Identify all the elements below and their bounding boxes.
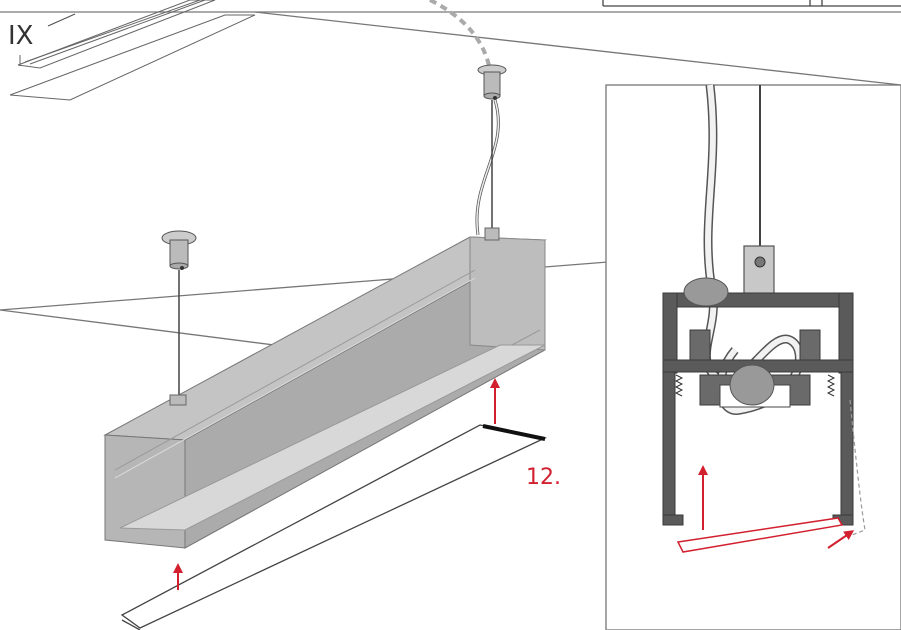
ceiling-fixture <box>9 0 256 101</box>
diffuser-end-cap <box>482 424 546 441</box>
panel-label: IX <box>8 21 33 51</box>
dashed-cable <box>429 0 492 71</box>
detail-arrow-diagonal <box>827 530 855 549</box>
detail-wire-clamp <box>743 245 775 295</box>
detail-grommet-top <box>683 277 729 307</box>
detail-grommet-center <box>729 364 775 406</box>
detail-diffuser <box>676 517 844 553</box>
detail-springs <box>674 374 836 397</box>
power-cable-right <box>475 99 500 236</box>
luminaire-profile <box>103 227 547 549</box>
ceiling-canopy-left <box>161 230 197 270</box>
step-label: 12. <box>526 465 561 490</box>
panel-label-leader <box>47 13 76 27</box>
table-fragment <box>602 0 901 7</box>
detail-diffuser-dashed <box>849 399 866 536</box>
ceiling-canopy-right <box>477 64 507 100</box>
